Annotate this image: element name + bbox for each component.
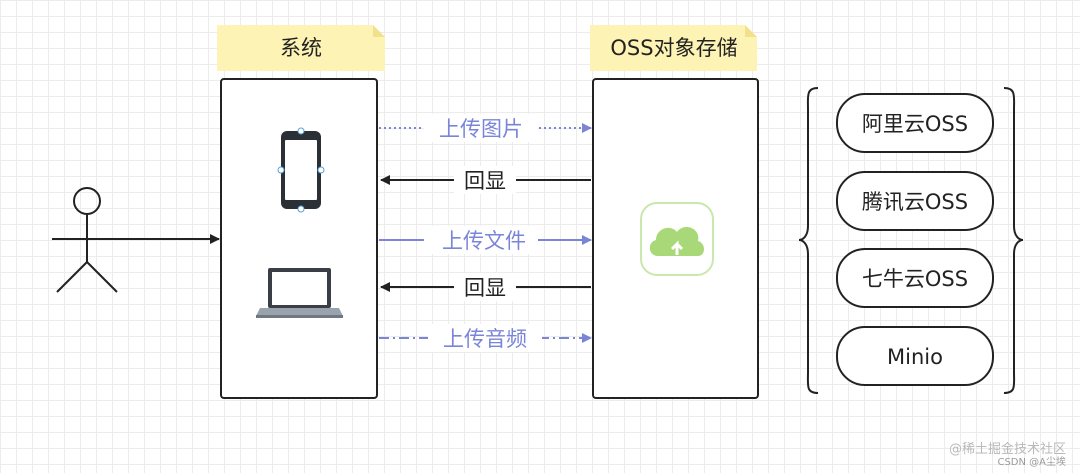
system-box	[220, 78, 378, 399]
arrow-upload-file: 上传文件	[379, 226, 592, 254]
watermark-sub: CSDN @A尘埃	[997, 455, 1066, 468]
provider-minio: Minio	[836, 326, 994, 386]
arrow-echo-1: 回显	[380, 166, 591, 194]
system-title-note: 系统	[217, 25, 385, 71]
cloud-upload-icon	[640, 202, 714, 276]
arrow-label: 上传音频	[443, 327, 527, 351]
system-title: 系统	[280, 36, 322, 60]
provider-qiniu: 七牛云OSS	[836, 248, 994, 308]
provider-label: 七牛云OSS	[862, 267, 968, 291]
provider-tencent: 腾讯云OSS	[836, 171, 994, 231]
right-brace	[1003, 87, 1024, 394]
mobile-phone-icon	[277, 127, 325, 213]
provider-label: Minio	[887, 345, 943, 369]
oss-title-note: OSS对象存储	[590, 25, 757, 71]
arrow-label: 上传图片	[439, 117, 523, 141]
laptop-icon	[256, 268, 343, 318]
watermark-main: @稀土掘金技术社区	[949, 441, 1066, 457]
arrow-upload-audio: 上传音频	[379, 324, 592, 352]
oss-title: OSS对象存储	[610, 36, 737, 60]
arrow-upload-image: 上传图片	[379, 114, 592, 142]
arrow-echo-2: 回显	[380, 273, 591, 301]
arrow-label: 回显	[464, 169, 506, 193]
arrow-label: 上传文件	[442, 229, 526, 253]
provider-label: 腾讯云OSS	[862, 190, 968, 214]
left-brace	[798, 87, 819, 394]
arrow-label: 回显	[464, 276, 506, 300]
stick-figure-icon	[52, 187, 122, 293]
provider-label: 阿里云OSS	[862, 112, 968, 136]
provider-aliyun: 阿里云OSS	[836, 93, 994, 153]
